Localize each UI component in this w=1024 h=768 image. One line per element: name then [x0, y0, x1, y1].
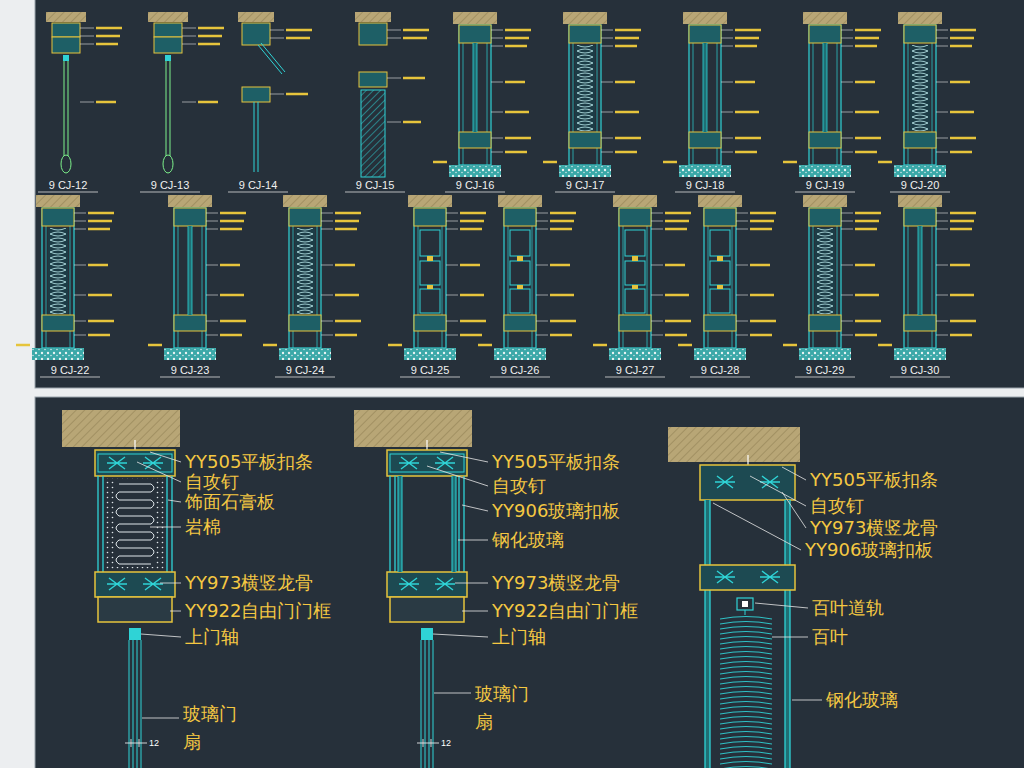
drawing-number: 9 CJ-22 [51, 364, 90, 376]
drawing-number: 9 CJ-23 [171, 364, 210, 376]
drawing-number: 9 CJ-19 [806, 179, 845, 191]
part-label: 岩棉 [185, 516, 221, 538]
part-label: YY973横竖龙骨 [492, 572, 620, 594]
part-label: 钢化玻璃 [826, 689, 898, 711]
part-label: 百叶 [812, 626, 848, 648]
drawing-number: 9 CJ-25 [411, 364, 450, 376]
drawing-number: 9 CJ-16 [456, 179, 495, 191]
drawing-number: 9 CJ-29 [806, 364, 845, 376]
part-label: 钢化玻璃 [492, 529, 564, 551]
part-label: 玻璃门 扇 [475, 680, 534, 736]
part-label: 自攻钉 [810, 495, 864, 517]
drawing-number: 9 CJ-28 [701, 364, 740, 376]
part-label: YY922自由门门框 [185, 600, 331, 622]
drawing-number: 9 CJ-12 [49, 179, 88, 191]
drawing-number: 9 CJ-17 [566, 179, 605, 191]
part-label: YY922自由门门框 [492, 600, 638, 622]
drawing-number: 9 CJ-20 [901, 179, 940, 191]
drawing-number: 9 CJ-13 [151, 179, 190, 191]
part-label: YY906玻璃扣板 [492, 500, 620, 522]
drawing-number: 9 CJ-14 [239, 179, 278, 191]
part-label: YY505平板扣条 [185, 451, 313, 473]
drawing-number: 9 CJ-18 [686, 179, 725, 191]
dimension: 12 [149, 738, 159, 748]
drawing-number: 9 CJ-24 [286, 364, 325, 376]
part-label: YY505平板扣条 [810, 469, 938, 491]
part-label: YY505平板扣条 [492, 451, 620, 473]
dimension: 12 [441, 738, 451, 748]
drawing-number: 9 CJ-26 [501, 364, 540, 376]
part-label: YY906玻璃扣板 [805, 539, 933, 561]
part-label: 饰面石膏板 [185, 491, 275, 513]
drawing-number: 9 CJ-30 [901, 364, 940, 376]
part-label: 上门轴 [492, 626, 546, 648]
drawing-number: 9 CJ-15 [356, 179, 395, 191]
part-label: YY973横竖龙骨 [810, 517, 938, 539]
part-label: 百叶道轨 [812, 597, 884, 619]
part-label: 自攻钉 [492, 475, 546, 497]
part-label: 上门轴 [185, 626, 239, 648]
part-label: 玻璃门 扇 [183, 700, 242, 756]
drawing-number: 9 CJ-27 [616, 364, 655, 376]
part-label: 自攻钉 [185, 471, 239, 493]
part-label: YY973横竖龙骨 [185, 572, 313, 594]
